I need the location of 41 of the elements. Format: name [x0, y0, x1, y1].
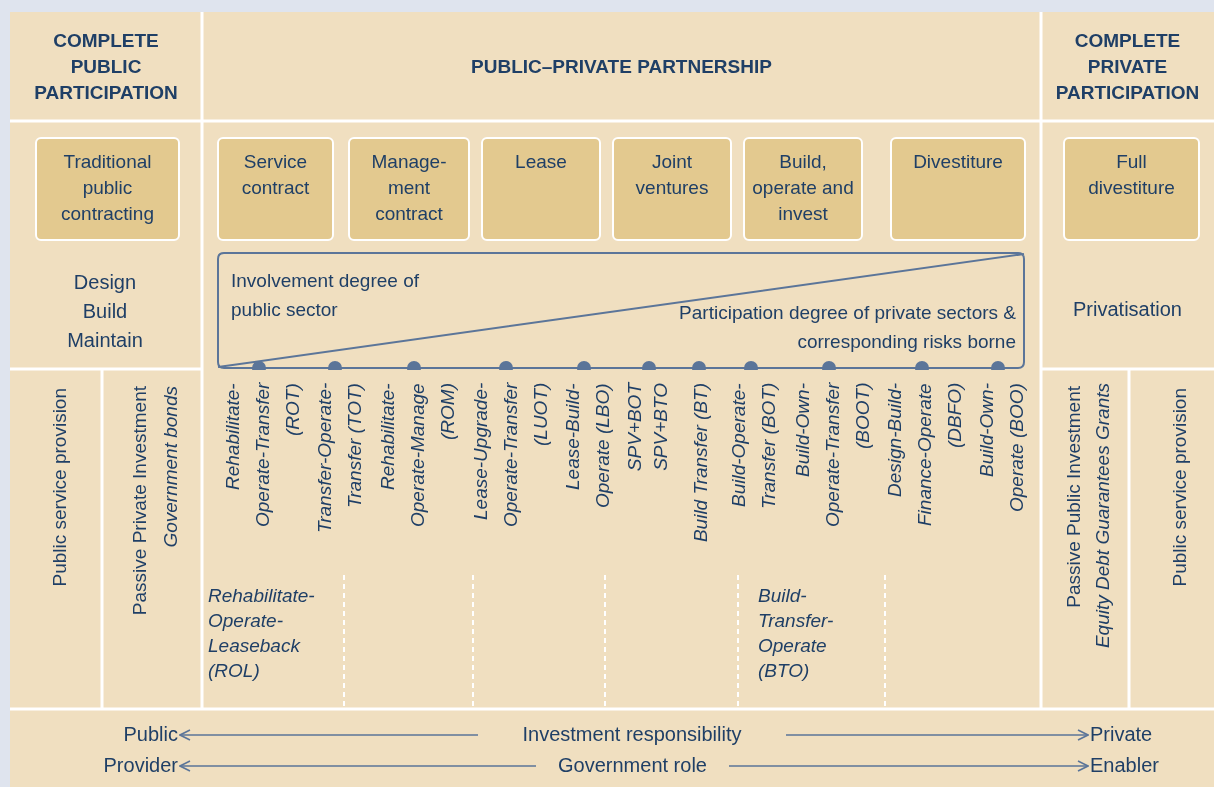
scale-label: Government role: [540, 753, 725, 777]
category-text: Passive Private Investment: [128, 386, 151, 616]
wedge-text: Involvement degree of public sector: [231, 269, 420, 322]
model-name: SPV+BOT: [623, 383, 646, 472]
model-name: Build-Operate- Transfer (BOT): [727, 383, 780, 512]
model-name: Build Transfer (BT): [689, 383, 712, 543]
model-name: Design-Build- Finance-Operate (DBFO): [883, 383, 966, 528]
category-text: Public service provision: [48, 388, 71, 587]
contract-type-box: Build, operate and invest: [743, 137, 863, 241]
scale-label: Investment responsibility: [482, 722, 782, 746]
contract-type-box: Manage- ment contract: [348, 137, 470, 241]
contract-type-box: Lease: [481, 137, 601, 241]
scale-end-label: Public: [40, 722, 178, 746]
model-name: Build- Transfer- Operate (BTO): [758, 584, 835, 683]
model-name: Lease-Upgrade- Operate-Transfer (LUOT): [469, 383, 552, 530]
model-name: Build-Own- Operate (BOO): [975, 383, 1028, 514]
model-name: Rehabilitate- Operate-Manage (ROM): [376, 383, 459, 529]
category-text: Public service provision: [1168, 388, 1191, 587]
model-name: Government bonds: [159, 386, 182, 548]
contract-type-box: Traditional public contracting: [35, 137, 180, 241]
contract-type-box: Joint ventures: [612, 137, 732, 241]
model-name: Transfer-Operate- Transfer (TOT): [313, 383, 366, 536]
scale-end-label: Private: [1090, 722, 1200, 746]
contract-type-box: Divestiture: [890, 137, 1026, 241]
model-name: Rehabilitate- Operate- Leaseback (ROL): [208, 584, 316, 683]
scale-end-label: Enabler: [1090, 753, 1200, 777]
category-text: Passive Public Investment: [1062, 386, 1085, 608]
model-name: Rehabilitate- Operate-Transfer (ROT): [221, 383, 304, 530]
wedge-text: Participation degree of private sectors & corresponding risks borne: [678, 301, 1016, 354]
model-name: Equity Debt Guarantees Grants: [1091, 383, 1114, 649]
category-text: Design Build Maintain: [66, 270, 144, 353]
scale-end-label: Provider: [40, 753, 178, 777]
column-heading: COMPLETE PUBLIC PARTICIPATION: [33, 28, 179, 105]
column-heading: COMPLETE PRIVATE PARTICIPATION: [1054, 28, 1201, 105]
category-text: Privatisation: [1072, 297, 1183, 322]
contract-type-box: Service contract: [217, 137, 334, 241]
column-heading: PUBLIC–PRIVATE PARTNERSHIP: [470, 54, 773, 79]
model-name: Build-Own- Operate-Transfer (BOOT): [791, 383, 874, 530]
contract-type-box: Full divestiture: [1063, 137, 1200, 241]
model-name: SPV+BTO: [649, 383, 672, 471]
model-name: Lease-Build- Operate (LBO): [561, 383, 614, 510]
